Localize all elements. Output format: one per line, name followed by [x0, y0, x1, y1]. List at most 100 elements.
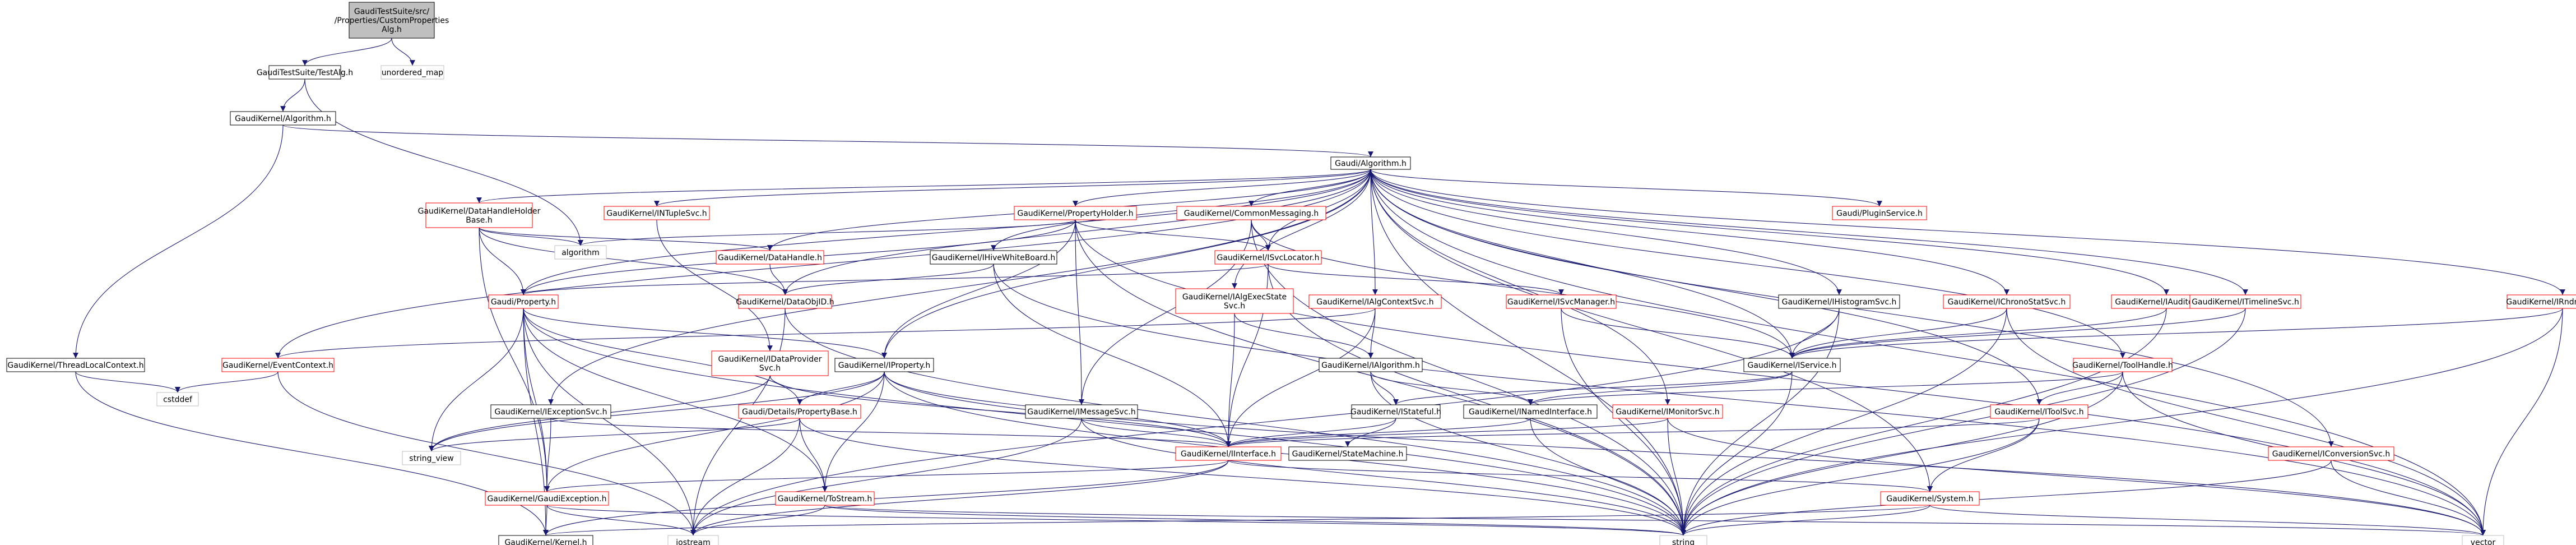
node-root[interactable]: GaudiTestSuite/src//Properties/CustomPro…	[335, 2, 449, 39]
node-ieventcontext[interactable]: GaudiKernel/EventContext.h	[221, 358, 335, 372]
node-label: GaudiKernel/Kernel.h	[504, 538, 587, 545]
node-box	[1506, 294, 1617, 309]
node-itoolhandle[interactable]: GaudiKernel/ToolHandle.h	[2072, 358, 2173, 372]
node-threadlocal[interactable]: GaudiKernel/ThreadLocalContext.h	[6, 358, 145, 372]
edge-commonmsg-to-isvclocator	[1251, 219, 1271, 251]
node-box	[1214, 250, 1322, 265]
node-propertybase[interactable]: Gaudi/Details/PropertyBase.h	[738, 404, 861, 419]
node-ialgorithm_gk[interactable]: GaudiKernel/Algorithm.h	[230, 111, 336, 126]
edge-ialgexecstate-to-ialgorithm	[1234, 313, 1373, 359]
edge-propertybase-to-iostream	[690, 418, 800, 536]
node-label: GaudiKernel/IConversionSvc.h	[2272, 450, 2391, 459]
node-irndmgensvc[interactable]: GaudiKernel/IRndmGenSvc.h	[2506, 294, 2576, 309]
node-box	[2462, 535, 2504, 545]
node-itoolsvc[interactable]: GaudiKernel/IToolSvc.h	[1990, 404, 2088, 419]
edge-itoolhandle-to-itoolsvc	[2036, 371, 2123, 405]
node-statemachine[interactable]: GaudiKernel/StateMachine.h	[1288, 446, 1407, 461]
node-box	[738, 404, 861, 419]
edge-gaudi_algorithm-to-vector	[1370, 169, 2486, 536]
node-ihistogramsvc[interactable]: GaudiKernel/IHistogramSvc.h	[1778, 294, 1900, 309]
node-kernel[interactable]: GaudiKernel/Kernel.h	[498, 535, 593, 545]
edge-isvclocator-to-isvcmanager	[1268, 264, 1564, 295]
node-commonmsg[interactable]: GaudiKernel/CommonMessaging.h	[1176, 206, 1326, 220]
edge-datahandleholder-to-algorithm_std	[479, 227, 583, 246]
node-box	[2073, 358, 2173, 372]
edge-iservice-to-string	[1681, 371, 1793, 536]
node-tostream[interactable]: GaudiKernel/ToStream.h	[775, 491, 875, 506]
node-imonitorsvc[interactable]: GaudiKernel/IMonitorSvc.h	[1612, 404, 1723, 419]
edge-itoolhandle-to-inamedinterface	[1528, 371, 2123, 405]
edge-gaudi_algorithm-to-iauditorsvc	[1370, 169, 2169, 295]
node-property[interactable]: Gaudi/Property.h	[488, 294, 559, 309]
node-iproperty[interactable]: GaudiKernel/IProperty.h	[834, 358, 934, 372]
node-string_view: string_view	[402, 451, 461, 465]
edge-iinterface-to-kernel	[543, 460, 1229, 536]
node-iostream: iostream	[667, 535, 719, 545]
node-inamedinterface[interactable]: GaudiKernel/INamedInterface.h	[1463, 404, 1598, 419]
node-propertyholder[interactable]: GaudiKernel/PropertyHolder.h	[1014, 206, 1137, 220]
edge-propertyholder-to-isvclocator	[1075, 219, 1271, 251]
node-isvcmanager[interactable]: GaudiKernel/ISvcManager.h	[1506, 294, 1617, 309]
node-ialgcontextsvc[interactable]: GaudiKernel/IAlgContextSvc.h	[1308, 294, 1442, 309]
node-dataobjid[interactable]: GaudiKernel/DataObjID.h	[736, 294, 834, 309]
node-box	[1743, 358, 1841, 372]
edge-gaudi_algorithm-to-itoolhandle	[1370, 169, 2125, 359]
node-iexceptionsvc[interactable]: GaudiKernel/IExceptionSvc.h	[490, 404, 611, 419]
node-box	[604, 206, 710, 220]
node-testalg[interactable]: GaudiTestSuite/TestAlg.h	[257, 65, 353, 80]
node-box	[1014, 206, 1137, 220]
edge-propertyholder-to-iproperty	[881, 219, 1076, 359]
node-label: Svc.h	[759, 364, 781, 373]
node-iinterface[interactable]: GaudiKernel/IInterface.h	[1175, 446, 1282, 461]
node-box	[402, 451, 461, 465]
node-box	[1288, 446, 1407, 461]
node-label: GaudiTestSuite/TestAlg.h	[257, 68, 353, 77]
node-system[interactable]: GaudiKernel/System.h	[1880, 491, 1980, 506]
node-box	[930, 250, 1057, 265]
node-box	[1659, 535, 1707, 545]
node-label: GaudiKernel/ThreadLocalContext.h	[7, 361, 143, 370]
edge-datahandleholder-to-property	[479, 227, 526, 295]
node-ihivewb[interactable]: GaudiKernel/IHiveWhiteBoard.h	[930, 250, 1057, 265]
node-box	[156, 392, 199, 407]
node-intupleSvc[interactable]: GaudiKernel/INTupleSvc.h	[604, 206, 710, 220]
edge-iexceptionsvc-to-iinterface	[550, 418, 1231, 447]
edge-itimelinesvc-to-iservice	[1789, 308, 2246, 359]
node-label: Base.h	[466, 216, 492, 225]
edge-commonmsg-to-string	[1251, 219, 1686, 536]
node-imessagesvc[interactable]: GaudiKernel/IMessageSvc.h	[1025, 404, 1138, 419]
edge-property-to-gaudiexception	[523, 308, 550, 492]
node-label: GaudiKernel/IService.h	[1748, 361, 1837, 370]
node-gaudiexception[interactable]: GaudiKernel/GaudiException.h	[485, 491, 609, 506]
node-pluginservice[interactable]: Gaudi/PluginService.h	[1832, 206, 1927, 220]
edge-datahandleholder-to-datahandle	[479, 227, 773, 251]
node-box	[485, 491, 609, 506]
node-label: GaudiKernel/ToStream.h	[778, 495, 872, 504]
node-gaudi_algorithm[interactable]: Gaudi/Algorithm.h	[1330, 156, 1411, 170]
edge-iinterface-to-gaudiexception	[544, 460, 1229, 492]
node-ichronostat[interactable]: GaudiKernel/IChronoStatSvc.h	[1943, 294, 2071, 309]
edge-gaudi_algorithm-to-itoolsvc	[1370, 169, 2042, 405]
node-label: GaudiKernel/DataHandle.h	[718, 253, 822, 262]
node-datahandle[interactable]: GaudiKernel/DataHandle.h	[716, 250, 824, 265]
node-label: GaudiKernel/IDataProvider	[718, 355, 822, 364]
node-iservice[interactable]: GaudiKernel/IService.h	[1743, 358, 1841, 372]
node-label: GaudiKernel/ToolHandle.h	[2072, 361, 2173, 370]
edge-ichronostat-to-string	[1681, 308, 2007, 536]
node-box	[1176, 206, 1326, 220]
node-iconversionsvc[interactable]: GaudiKernel/IConversionSvc.h	[2268, 446, 2394, 461]
node-ialgorithm[interactable]: GaudiKernel/IAlgorithm.h	[1319, 358, 1423, 372]
node-istateful[interactable]: GaudiKernel/IStateful.h	[1350, 404, 1441, 419]
node-box	[1025, 404, 1138, 419]
node-label: GaudiKernel/DataHandleHolder	[418, 207, 541, 216]
node-label: cstddef	[163, 395, 193, 404]
node-itimelinesvc[interactable]: GaudiKernel/ITimelineSvc.h	[2189, 294, 2301, 309]
node-isvclocator[interactable]: GaudiKernel/ISvcLocator.h	[1214, 250, 1322, 265]
edge-propertyholder-to-imessagesvc	[1075, 219, 1084, 405]
edge-propertybase-to-string_view	[429, 418, 800, 452]
edge-iproperty-to-gaudiexception	[544, 371, 885, 492]
edge-gaudi_algorithm-to-ieventcontext	[275, 169, 1371, 359]
